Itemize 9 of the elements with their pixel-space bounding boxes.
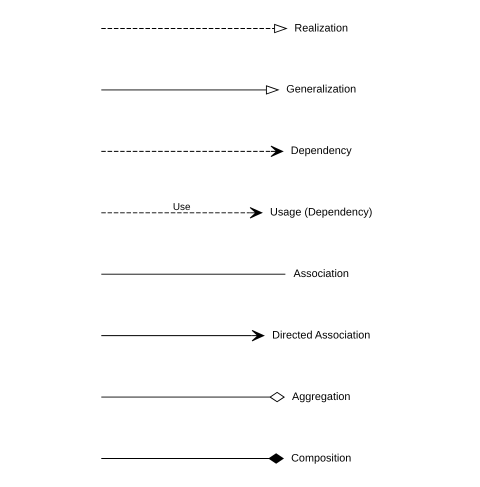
node-text: Directed Association	[272, 329, 370, 342]
node-text: Composition	[290, 452, 351, 464]
node-text: Aggregation	[292, 390, 350, 403]
edge-label: Use	[172, 202, 190, 213]
node-text: Realization	[294, 22, 348, 34]
node-text: Generalization	[286, 84, 356, 96]
node-text: Usage (Dependency)	[270, 206, 372, 219]
node-text: Dependency	[290, 145, 352, 158]
node-text: Association	[293, 268, 348, 280]
